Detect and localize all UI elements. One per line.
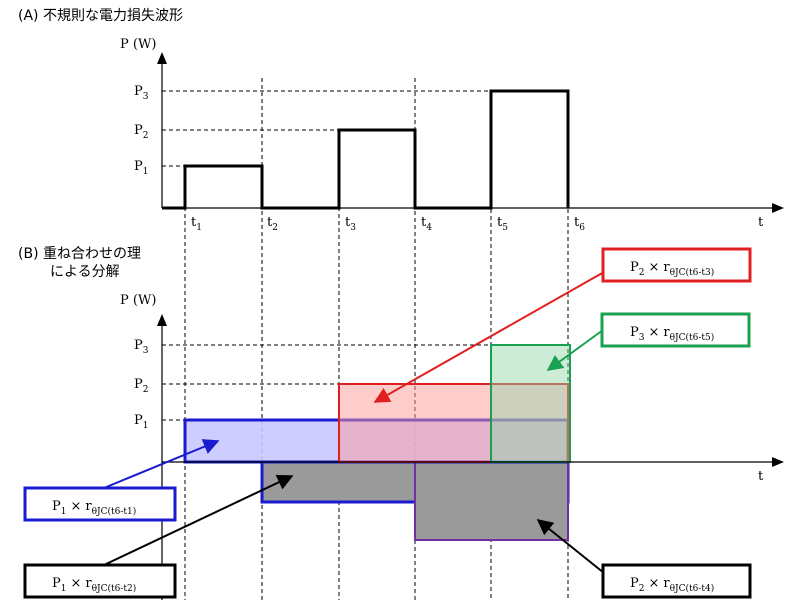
section-b-y-arrowhead bbox=[157, 314, 167, 326]
arrow-p3-t5 bbox=[546, 329, 604, 371]
section-a-axes bbox=[161, 60, 775, 209]
time-label-t4: t4 bbox=[421, 215, 432, 233]
section-a-level-lines bbox=[162, 90, 491, 167]
rect-p2-t4-negative bbox=[414, 461, 569, 541]
section-b-x-arrowhead bbox=[772, 457, 784, 467]
power-loss-waveform bbox=[162, 89, 570, 210]
svg-text:P2×rθJC(t6-t3): P2×rθJC(t6-t3) bbox=[630, 260, 714, 278]
callout-p3-t5: P3×rθJC(t6-t5) bbox=[600, 312, 751, 348]
time-label-t5: t5 bbox=[497, 215, 508, 233]
section-b-title-line1: (B) 重ね合わせの理 bbox=[18, 246, 141, 262]
time-label-t2: t2 bbox=[267, 215, 278, 233]
section-a-y-axis-label: P (W) bbox=[120, 37, 156, 52]
section-b-label-p1: P1 bbox=[134, 413, 148, 431]
section-a-y-arrowhead bbox=[157, 52, 167, 64]
callout-p2-t4: P2×rθJC(t6-t4) bbox=[601, 563, 752, 599]
section-a-x-axis-label: t bbox=[758, 215, 764, 230]
section-b-label-p2: P2 bbox=[134, 377, 148, 395]
section-b-x-axis-label: t bbox=[758, 469, 764, 484]
time-label-t3: t3 bbox=[345, 215, 356, 233]
callout-p1-t2: P1×rθJC(t6-t2) bbox=[23, 563, 177, 599]
section-a-x-arrowhead bbox=[772, 203, 784, 213]
svg-text:P1×rθJC(t6-t2): P1×rθJC(t6-t2) bbox=[52, 576, 136, 594]
arrow-p2-t3 bbox=[373, 271, 605, 403]
arrow-p1-t2 bbox=[103, 474, 294, 566]
section-b-level-lines bbox=[162, 344, 491, 421]
section-b-title-line2: による分解 bbox=[50, 264, 120, 280]
section-a-label-p2: P2 bbox=[134, 123, 148, 141]
section-b-axes bbox=[161, 322, 775, 600]
arrow-p2-t4 bbox=[536, 518, 605, 574]
section-a-label-p3: P3 bbox=[134, 84, 149, 102]
svg-text:P3×rθJC(t6-t5): P3×rθJC(t6-t5) bbox=[630, 325, 714, 343]
section-b-y-axis-label: P (W) bbox=[120, 293, 156, 308]
svg-text:P2×rθJC(t6-t4): P2×rθJC(t6-t4) bbox=[630, 576, 714, 594]
section-a-title: (A) 不規則な電力損失波形 bbox=[18, 8, 183, 24]
callout-p1-t1: P1×rθJC(t6-t1) bbox=[23, 486, 177, 522]
section-a-label-p1: P1 bbox=[134, 159, 148, 177]
section-b-label-p3: P3 bbox=[134, 338, 149, 356]
callout-p2-t3: P2×rθJC(t6-t3) bbox=[601, 247, 752, 283]
time-label-t6: t6 bbox=[574, 215, 585, 233]
arrow-p1-t1 bbox=[103, 439, 220, 489]
time-label-t1: t1 bbox=[191, 215, 202, 233]
svg-text:P1×rθJC(t6-t1): P1×rθJC(t6-t1) bbox=[52, 499, 136, 517]
